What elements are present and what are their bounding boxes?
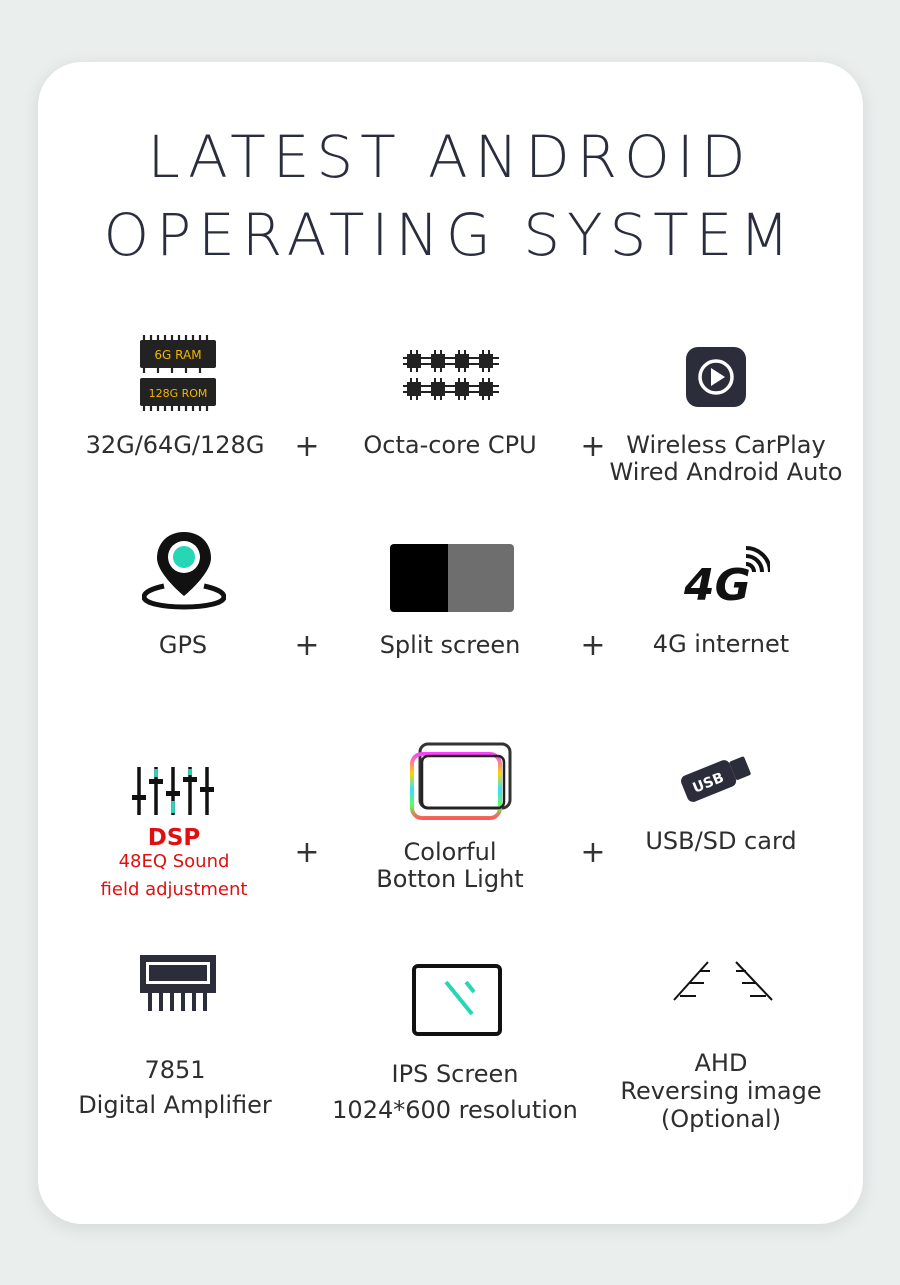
ahd-label-line1: AHD [694, 1049, 748, 1077]
ram-chip-label: 6G RAM [154, 348, 201, 362]
4g-label: 4G internet [652, 630, 790, 658]
cpu-label: Octa-core CPU [363, 431, 537, 459]
ahd-label-line3: (Optional) [660, 1105, 782, 1133]
feature-card [38, 62, 863, 1224]
plus-sign: + [580, 835, 606, 870]
split-screen-icon [390, 544, 514, 612]
rom-chip-label: 128G ROM [149, 387, 208, 400]
split-screen-label: Split screen [379, 631, 521, 659]
plus-sign: + [294, 628, 320, 663]
page-title-line1: LATEST ANDROID [147, 123, 753, 191]
4g-badge-text: 4G [683, 560, 751, 608]
ips-label-line1: IPS Screen [391, 1060, 519, 1088]
amplifier-chip-icon [140, 955, 216, 1011]
carplay-label-line2: Wired Android Auto [609, 458, 843, 486]
plus-sign: + [580, 429, 606, 464]
light-label-line1: Colorful [403, 838, 497, 866]
4g-signal-icon: 4G [683, 546, 770, 608]
dsp-label-line2: field adjustment [100, 879, 248, 900]
usb-label: USB/SD card [645, 827, 797, 855]
equalizer-icon [132, 767, 214, 815]
gps-pin-icon [142, 532, 226, 610]
ips-screen-icon [412, 964, 502, 1036]
plus-sign: + [580, 628, 606, 663]
ips-label-line2: 1024*600 resolution [332, 1096, 578, 1124]
reversing-guide-lines-icon [673, 961, 773, 1001]
amp-label-line2: Digital Amplifier [78, 1091, 272, 1119]
page-title-line2: OPERATING SYSTEM [103, 201, 797, 269]
gps-label: GPS [158, 631, 208, 659]
octa-core-cpu-icon [403, 350, 499, 400]
light-label-line2: Botton Light [376, 865, 524, 893]
storage-label: 32G/64G/128G [85, 431, 265, 459]
ahd-label-line2: Reversing image [620, 1077, 822, 1105]
dsp-title: DSP [147, 825, 201, 851]
usb-stick-icon: USB [681, 756, 751, 802]
carplay-label-line1: Wireless CarPlay [626, 431, 826, 459]
carplay-icon [686, 347, 746, 407]
colorful-light-icon [410, 742, 512, 820]
dsp-label-line1: 48EQ Sound [118, 851, 230, 872]
plus-sign: + [294, 835, 320, 870]
ram-rom-chip-icon: 6G RAM 128G ROM [140, 335, 216, 411]
plus-sign: + [294, 429, 320, 464]
amp-label-line1: 7851 [144, 1056, 206, 1084]
